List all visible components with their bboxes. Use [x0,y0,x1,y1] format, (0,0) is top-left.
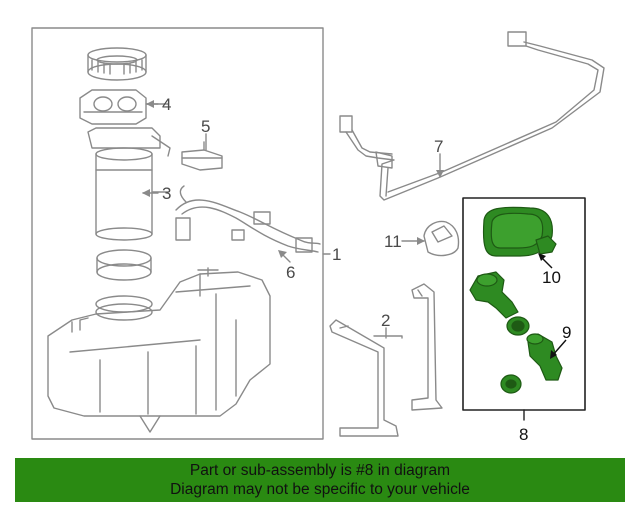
arrowhead-10 [538,253,546,261]
arrowhead-3 [142,189,150,197]
tank-straps [329,283,443,437]
arrowhead-7 [436,170,444,178]
fuel-tank-group-box [31,27,324,440]
arrowhead-6 [278,250,287,258]
callout-7: 7 [434,137,443,156]
vent-tube [339,31,605,201]
filler-pipe-upper [469,271,519,319]
callout-5: 5 [201,117,210,136]
filler-lower-clamp [500,374,522,394]
callout-2: 2 [381,311,390,330]
callout-3: 3 [162,184,171,203]
callout-9: 9 [562,323,571,342]
callout-10: 10 [542,268,561,287]
filler-housing [482,206,557,257]
wiring-harness [175,185,321,253]
fuel-sensor [181,141,223,171]
leader-line-2 [373,327,403,339]
fuel-tank [47,267,271,433]
fuel-pump-assembly [87,127,171,241]
arrowhead-11 [417,237,425,245]
callout-6: 6 [286,263,295,282]
filler-hose-clamp [506,316,530,336]
fuel-cap [423,220,460,257]
callout-4: 4 [162,95,171,114]
callout-8: 8 [519,425,528,444]
filler-hose [526,333,563,381]
callout-11: 11 [384,232,402,251]
lock-ring [87,47,147,81]
banner-line-2: Diagram may not be specific to your vehi… [170,481,470,498]
callout-1: 1 [332,245,341,264]
fuel-pump-module-top [79,89,169,125]
arrowhead-4 [146,100,154,108]
arrowhead-9 [550,350,557,359]
info-banner: Part or sub-assembly is #8 in diagram Di… [15,458,625,502]
banner-line-1: Part or sub-assembly is #8 in diagram [189,462,451,479]
seal-ring [96,249,152,281]
